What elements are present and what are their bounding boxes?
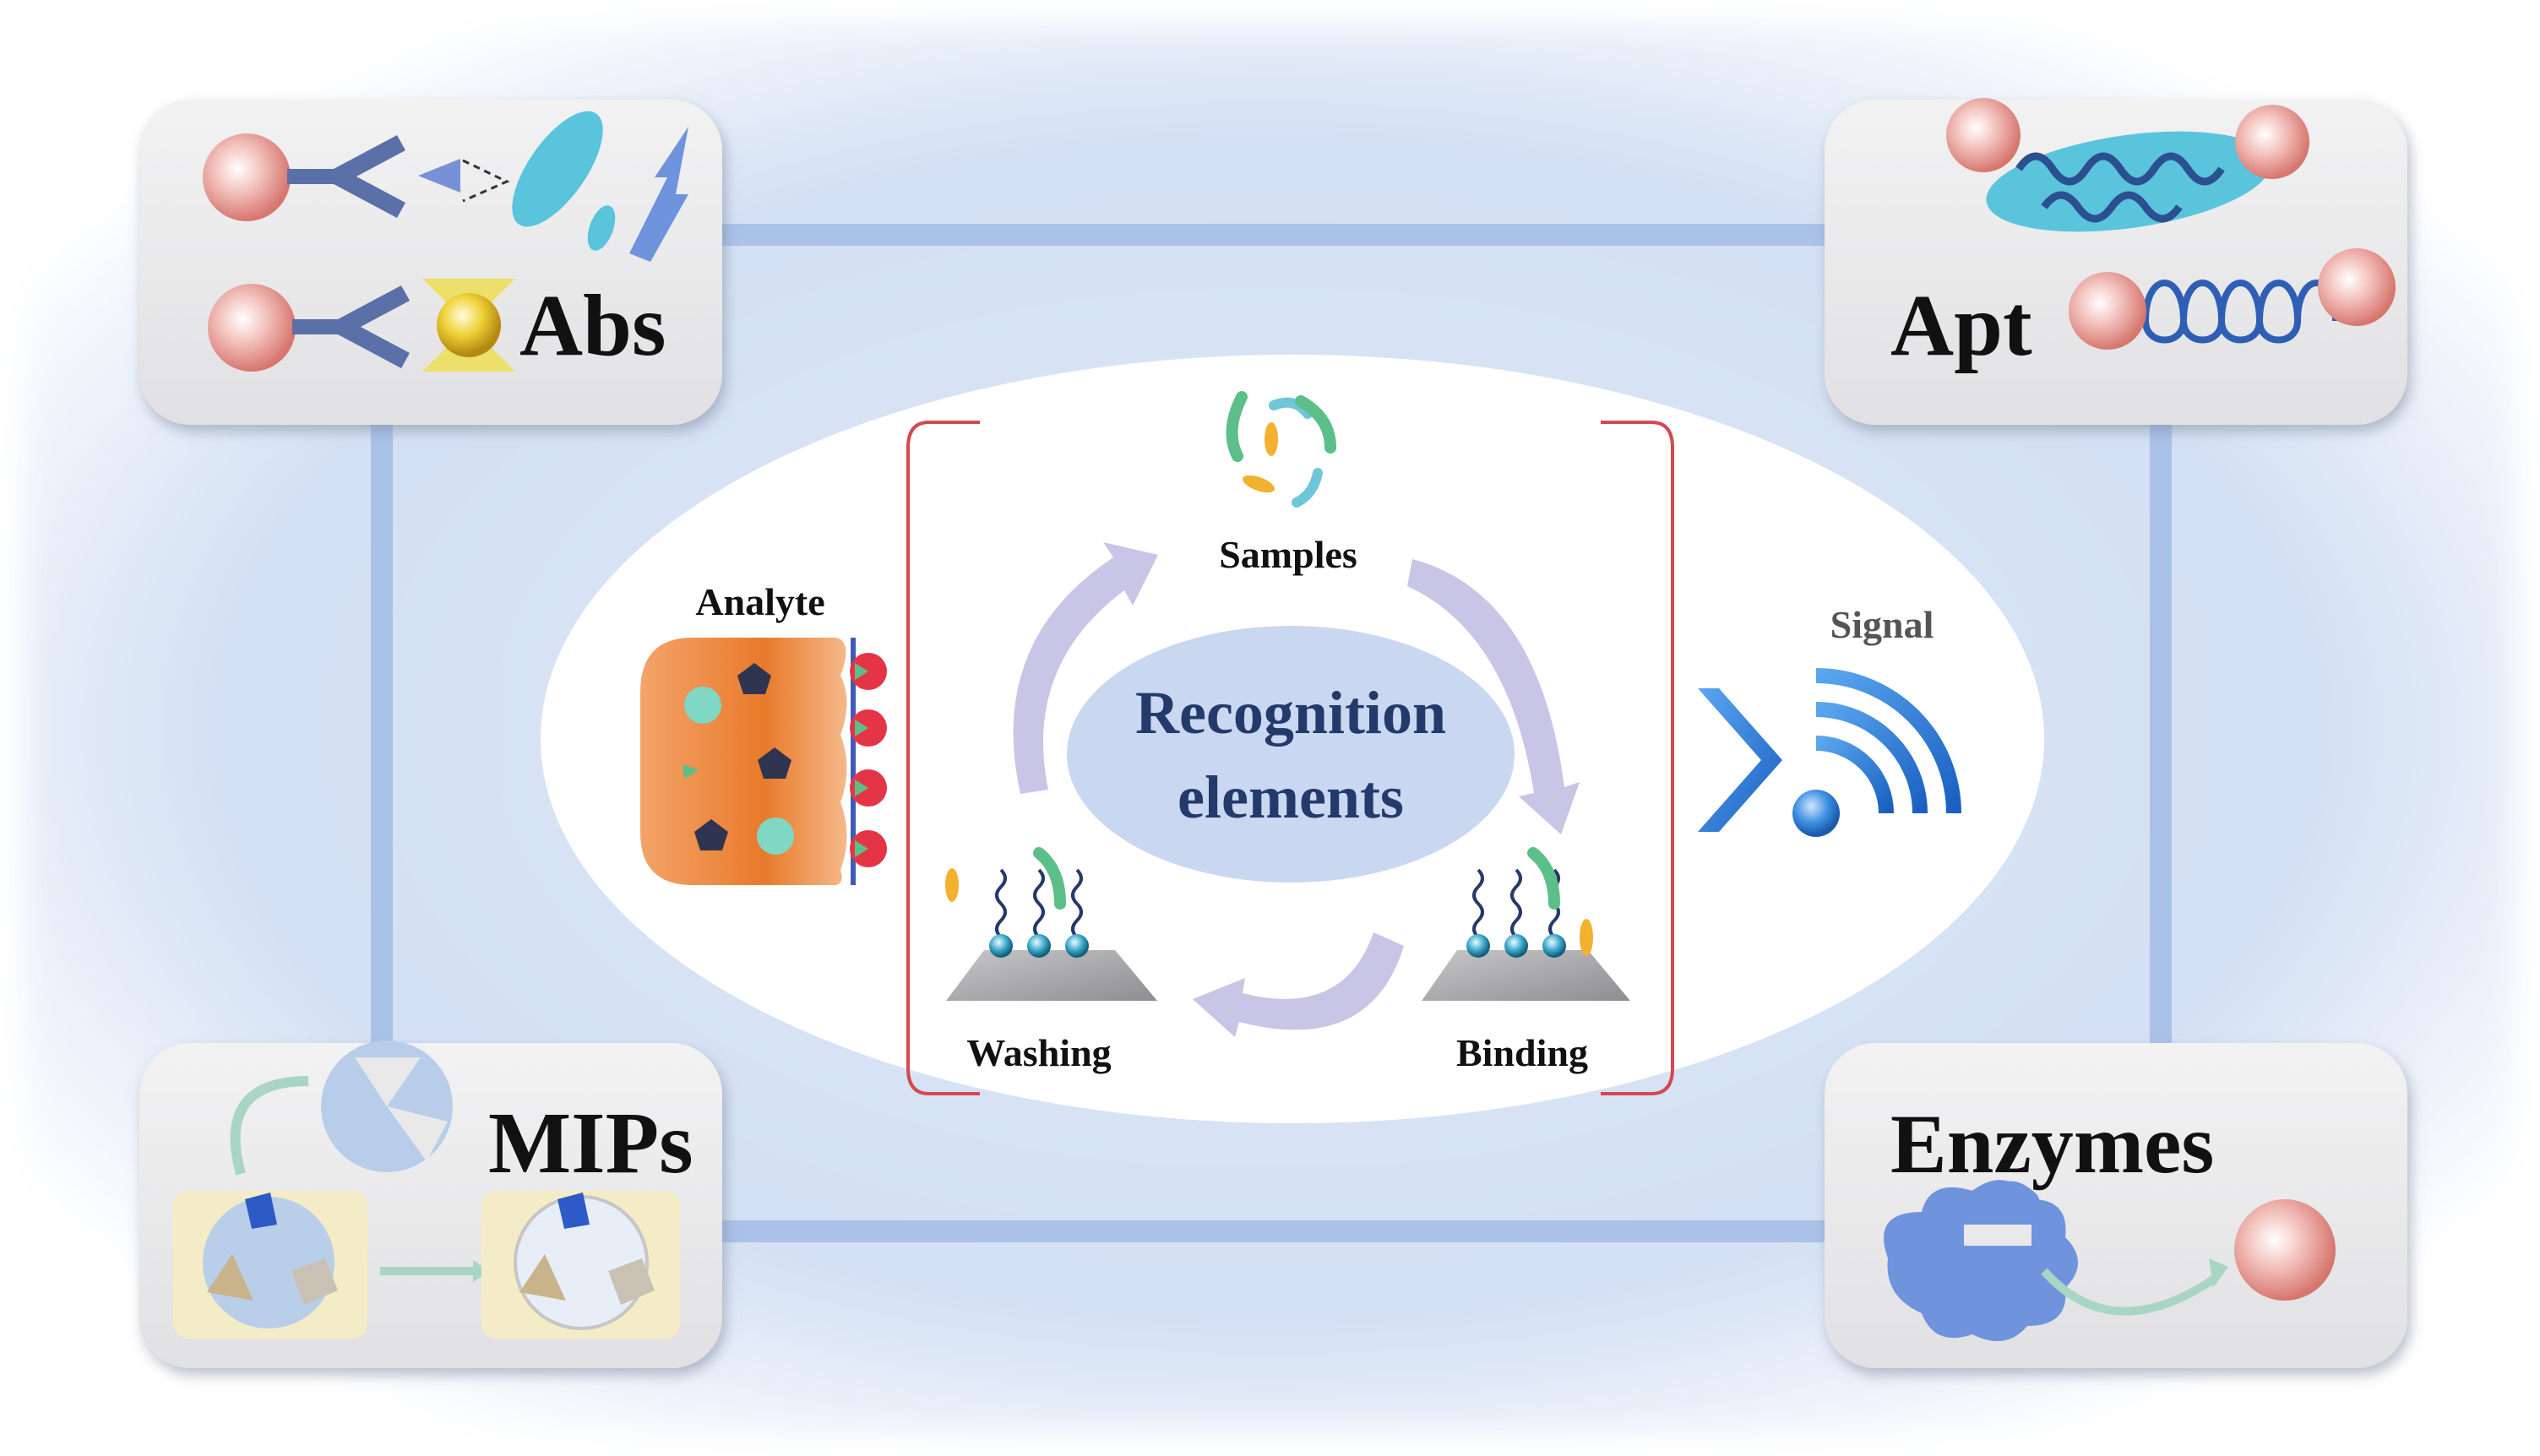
aptamer-coil-icon (2069, 248, 2396, 350)
analyte-label: Analyte (695, 580, 824, 623)
right-bracket (1601, 421, 1674, 1095)
abs-card: Abs (139, 100, 722, 425)
imprinting-before-icon (173, 1191, 367, 1339)
enzymes-card: Enzymes (1825, 1043, 2407, 1368)
enzyme-arrow (2041, 1268, 2216, 1316)
antibody-top-icon (203, 133, 510, 221)
frame-lines (371, 224, 2172, 1242)
product-sphere-icon (2234, 1199, 2336, 1301)
samples-label: Samples (1219, 533, 1357, 576)
title-line-1: Recognition (1135, 679, 1446, 747)
binding-plate-icon (1422, 847, 1630, 1001)
apt-label: Apt (1890, 277, 2032, 374)
left-bracket (906, 421, 980, 1095)
bacteria-icon (512, 111, 616, 251)
washing-label: Washing (966, 1031, 1111, 1074)
antibody-bottom-icon (208, 279, 515, 372)
analyte-icon (640, 638, 887, 885)
cycle-arrows (1013, 542, 1580, 1037)
bacteria-aptamer-icon (1946, 98, 2309, 232)
title-line-2: elements (1178, 763, 1404, 831)
abs-label: Abs (519, 277, 666, 374)
enzyme-icon (1884, 1180, 2078, 1341)
signal-wifi-icon (1792, 668, 1961, 837)
recognition-ellipse (1067, 626, 1515, 883)
imprinting-after-icon (481, 1191, 680, 1339)
mips-label: MIPs (488, 1095, 693, 1192)
apt-card: Apt (1825, 98, 2407, 425)
enzymes-label: Enzymes (1890, 1097, 2214, 1191)
polymer-cycle-icon (230, 1040, 453, 1176)
signal-label: Signal (1830, 603, 1934, 646)
samples-icon (1226, 391, 1336, 508)
binding-label: Binding (1456, 1031, 1588, 1074)
lightning-icon (629, 127, 688, 262)
washing-plate-icon (945, 847, 1157, 1001)
mips-card: MIPs (139, 1040, 722, 1368)
chevron-right-icon (1698, 688, 1782, 832)
